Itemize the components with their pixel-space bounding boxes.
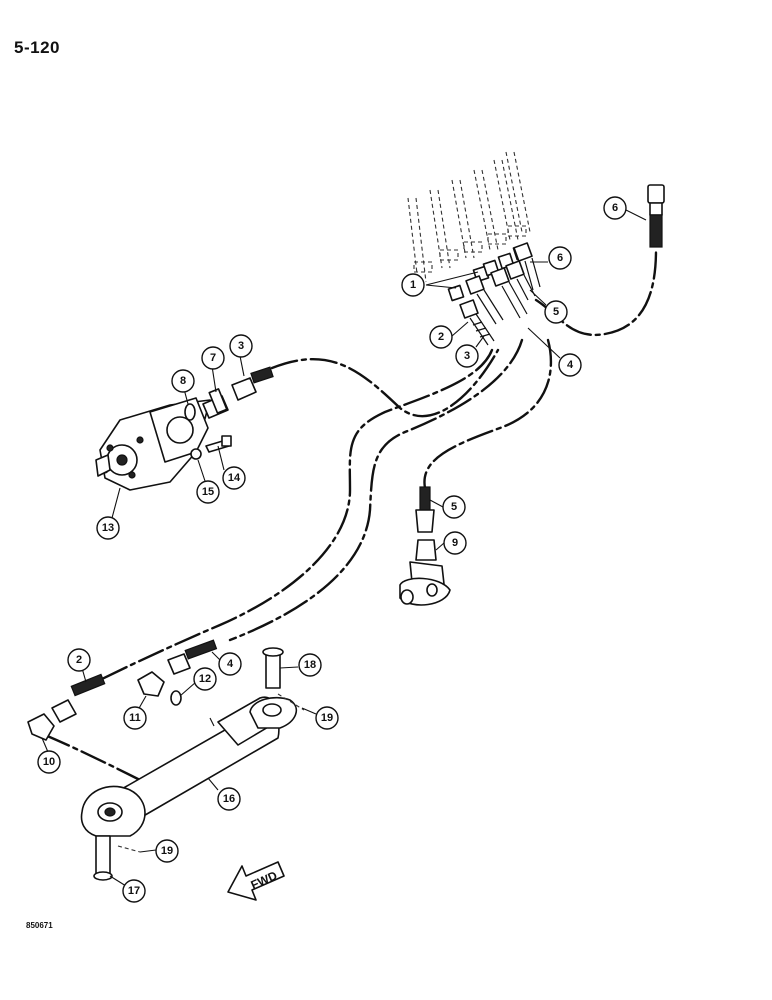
fwd-arrow-icon: FWD xyxy=(227,861,285,901)
callout-2b: 2 xyxy=(67,648,91,672)
callout-18: 18 xyxy=(298,653,322,677)
callout-6a: 6 xyxy=(548,246,572,270)
svg-text:17: 17 xyxy=(128,885,140,897)
callout-19a: 19 xyxy=(315,706,339,730)
page-number: 5-120 xyxy=(14,38,60,57)
figure-code: 850671 xyxy=(26,921,53,930)
hydraulic-cylinder xyxy=(27,639,305,881)
hose-line-cylinder xyxy=(43,733,142,782)
svg-text:6: 6 xyxy=(557,252,563,264)
svg-text:4: 4 xyxy=(227,658,234,670)
hose-line-3 xyxy=(270,348,500,418)
tee-fitting xyxy=(399,486,451,606)
callout-6b: 6 xyxy=(603,196,627,220)
hose-line-4 xyxy=(228,338,524,642)
svg-text:19: 19 xyxy=(321,712,333,724)
svg-text:1: 1 xyxy=(410,279,416,291)
svg-text:15: 15 xyxy=(202,486,214,498)
callout-16: 16 xyxy=(217,787,241,811)
callout-8: 8 xyxy=(171,369,195,393)
svg-text:14: 14 xyxy=(228,472,241,484)
svg-text:10: 10 xyxy=(43,756,55,768)
hose-routing xyxy=(43,248,658,782)
svg-text:3: 3 xyxy=(464,350,470,362)
svg-text:2: 2 xyxy=(438,331,444,343)
svg-text:5: 5 xyxy=(553,306,559,318)
callout-14: 14 xyxy=(222,466,246,490)
callout-7: 7 xyxy=(201,346,225,370)
o-ring-8 xyxy=(184,403,196,421)
hose-line-5 xyxy=(423,338,553,490)
svg-text:6: 6 xyxy=(612,202,618,214)
svg-text:19: 19 xyxy=(161,845,173,857)
svg-text:3: 3 xyxy=(238,340,244,352)
svg-text:16: 16 xyxy=(223,793,235,805)
callout-9: 9 xyxy=(443,531,467,555)
svg-text:8: 8 xyxy=(180,375,186,387)
callout-13: 13 xyxy=(96,516,120,540)
svg-text:5: 5 xyxy=(451,501,457,513)
callout-5a: 5 xyxy=(544,300,568,324)
svg-text:11: 11 xyxy=(129,712,141,724)
svg-text:7: 7 xyxy=(210,352,216,364)
hose-line-2 xyxy=(98,348,494,682)
leader-lines xyxy=(41,209,647,887)
svg-text:12: 12 xyxy=(199,673,211,685)
callout-19b: 19 xyxy=(155,839,179,863)
hose-end-5-lower xyxy=(419,486,431,512)
svg-text:18: 18 xyxy=(304,659,316,671)
svg-text:13: 13 xyxy=(102,522,114,534)
svg-text:9: 9 xyxy=(452,537,458,549)
callout-15: 15 xyxy=(196,480,220,504)
callout-11: 11 xyxy=(123,706,147,730)
svg-text:4: 4 xyxy=(567,359,574,371)
svg-text:2: 2 xyxy=(76,654,82,666)
valve-fittings xyxy=(447,184,665,346)
callout-1a: 1 xyxy=(401,273,425,297)
callout-3a: 3 xyxy=(455,344,479,368)
callout-3b: 3 xyxy=(229,334,253,358)
callout-2a: 2 xyxy=(429,325,453,349)
callout-4a: 4 xyxy=(558,353,582,377)
hidden-valve-studs xyxy=(407,151,531,283)
callout-12: 12 xyxy=(193,667,217,691)
hydraulic-motor xyxy=(95,366,274,491)
callout-4b: 4 xyxy=(218,652,242,676)
callout-17: 17 xyxy=(122,879,146,903)
fwd-label: FWD xyxy=(249,868,280,892)
callout-10: 10 xyxy=(37,750,61,774)
callout-5b: 5 xyxy=(442,495,466,519)
